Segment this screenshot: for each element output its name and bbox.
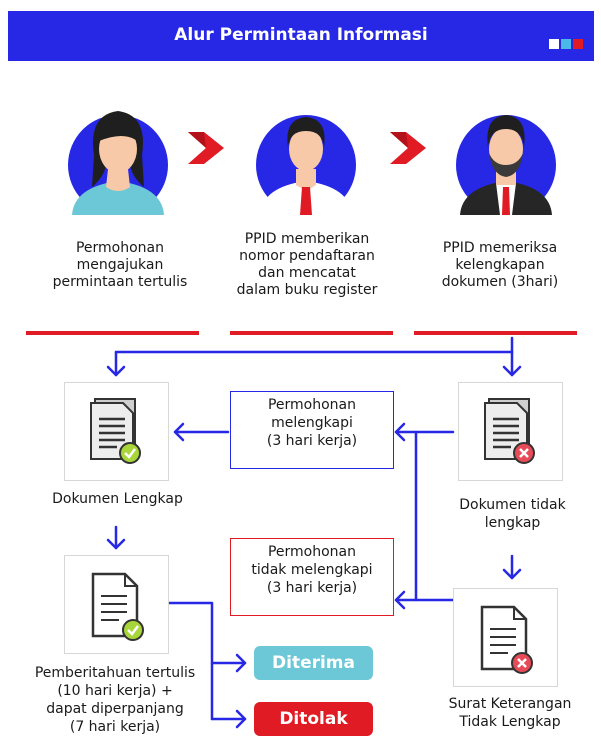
- text-line: mengajukan: [76, 257, 164, 273]
- text-line: (7 hari kerja): [69, 719, 161, 735]
- text-line: dokumen (3hari): [441, 274, 559, 290]
- certificate-node: [453, 588, 558, 687]
- accent-square-cyan: [561, 39, 571, 49]
- text-line: Permohonan: [267, 544, 357, 560]
- incomplete-document-label: Dokumen tidak lengkap: [430, 496, 595, 532]
- bearded-officer-icon: [456, 115, 556, 215]
- text-line: tidak melengkapi: [251, 562, 373, 578]
- divider-line: [414, 331, 577, 335]
- text-line: Dokumen Lengkap: [52, 491, 183, 507]
- text-line: nomor pendaftaran: [239, 248, 375, 264]
- text-line: kelengkapan: [455, 257, 545, 273]
- complete-document-label: Dokumen Lengkap: [30, 490, 205, 508]
- text-line: lengkap: [484, 515, 541, 531]
- step-3-text: PPID memeriksa kelengkapan dokumen (3har…: [420, 240, 580, 291]
- text-line: Tidak Lengkap: [459, 714, 561, 730]
- document-cross-icon: [484, 398, 535, 464]
- text-line: PPID memeriksa: [442, 240, 558, 256]
- text-line: melengkapi: [271, 415, 353, 431]
- document-check-icon: [90, 398, 141, 464]
- text-line: PPID memberikan: [244, 231, 370, 247]
- text-line: dalam buku register: [236, 282, 378, 298]
- rejected-badge: Ditolak: [254, 702, 373, 736]
- text-line: Surat Keterangan: [448, 696, 572, 712]
- letter-cross-icon: [480, 605, 533, 674]
- header-banner: Alur Permintaan Informasi: [8, 11, 594, 61]
- accent-square-white: [549, 39, 559, 49]
- notification-node: [64, 555, 169, 654]
- text-line: dan mencatat: [258, 265, 356, 281]
- text-line: (3 hari kerja): [266, 433, 358, 449]
- complete-document-node: [64, 382, 169, 481]
- completes-note: Permohonan melengkapi (3 hari kerja): [230, 391, 394, 469]
- letter-check-icon: [91, 572, 144, 641]
- divider-line: [230, 331, 393, 335]
- chevron-right-icon: [188, 132, 224, 164]
- text-line: Dokumen tidak: [459, 497, 566, 513]
- accepted-badge: Diterima: [254, 646, 373, 680]
- certificate-label: Surat Keterangan Tidak Lengkap: [420, 695, 600, 731]
- text-line: (3 hari kerja): [266, 580, 358, 596]
- chevron-right-icon: [390, 132, 426, 164]
- text-line: dapat diperpanjang: [46, 701, 184, 717]
- text-line: Permohonan: [267, 397, 357, 413]
- text-line: Pemberitahuan tertulis: [34, 665, 196, 681]
- woman-applicant-icon: [68, 111, 168, 215]
- page-title: Alur Permintaan Informasi: [174, 25, 428, 45]
- not-completes-note: Permohonan tidak melengkapi (3 hari kerj…: [230, 538, 394, 616]
- step-1-text: Permohonan mengajukan permintaan tertuli…: [40, 240, 200, 291]
- text-line: (10 hari kerja) +: [57, 683, 173, 699]
- officer-icon: [256, 115, 356, 215]
- notification-label: Pemberitahuan tertulis (10 hari kerja) +…: [10, 664, 220, 744]
- divider-line: [26, 331, 199, 335]
- accent-square-red: [573, 39, 583, 49]
- incomplete-document-node: [458, 382, 563, 481]
- text-line: permintaan tertulis: [52, 274, 188, 290]
- text-line: Permohonan: [75, 240, 165, 256]
- step-2-text: PPID memberikan nomor pendaftaran dan me…: [222, 231, 392, 299]
